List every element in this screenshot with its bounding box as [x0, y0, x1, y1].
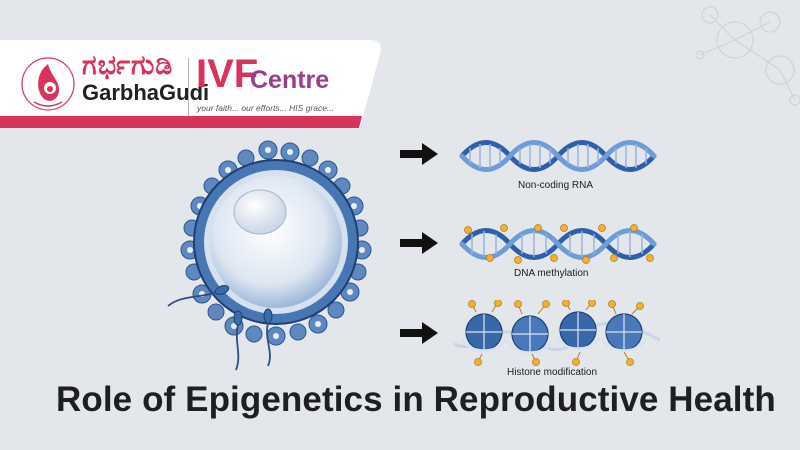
- arrow-right-icon: [400, 322, 438, 344]
- brand-tagline: your faith... our efforts... HIS grace..…: [197, 103, 335, 113]
- egg-cell-illustration: [167, 140, 372, 371]
- centre-wordmark: Centre: [250, 66, 330, 94]
- label-histone-modification: Histone modification: [507, 367, 598, 378]
- brand-banner: [0, 40, 392, 128]
- arrow-right-icon: [400, 143, 438, 165]
- rna-strand-illustration: [459, 140, 657, 172]
- ivf-wordmark: IVF: [196, 52, 259, 96]
- page-title: Role of Epigenetics in Reproductive Heal…: [56, 380, 776, 419]
- label-non-coding-rna: Non-coding RNA: [518, 180, 594, 191]
- brand-name-kannada: ಗರ್ಭಗುಡಿ: [82, 50, 174, 81]
- garbhagudi-logo-icon: [21, 57, 75, 111]
- dna-methylation-illustration: [459, 224, 657, 264]
- decorative-molecule-pattern: [695, 6, 800, 106]
- histone-modification-illustration: [453, 300, 661, 366]
- brand-name-english: GarbhaGudi: [82, 80, 210, 105]
- brand-divider: [188, 58, 189, 116]
- label-dna-methylation: DNA methylation: [514, 268, 589, 279]
- arrow-right-icon: [400, 232, 438, 254]
